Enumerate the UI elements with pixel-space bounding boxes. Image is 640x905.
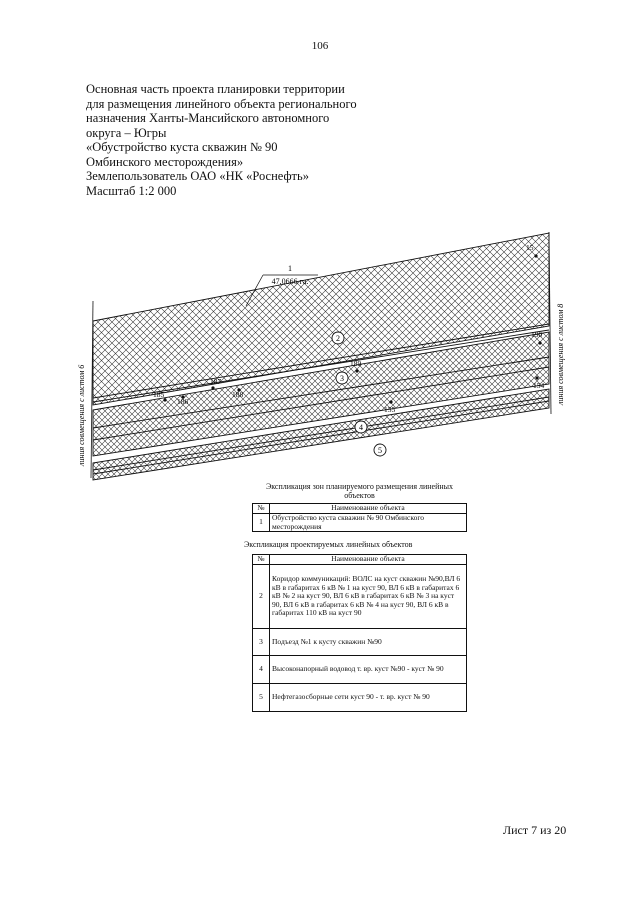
survey-point bbox=[389, 400, 393, 404]
zone-number-label: 1 bbox=[288, 264, 292, 273]
table1-title: Экспликация зон планируемого размещения … bbox=[265, 482, 454, 500]
row-no: 1 bbox=[252, 512, 270, 533]
header-line: Землепользователь ОАО «НК «Роснефть» bbox=[86, 169, 309, 183]
table-header-row: № Наименование объекта bbox=[252, 503, 467, 514]
object-marker-3: 3 bbox=[335, 371, 349, 385]
header-line: округа – Югры bbox=[86, 125, 167, 140]
row-name: Высоконапорный водовод т. вр. куст №90 -… bbox=[269, 655, 467, 684]
table-header-row: № Наименование объекта bbox=[252, 554, 467, 565]
col-name-header: Наименование объекта bbox=[269, 503, 467, 514]
row-name: Коридор коммуникаций: ВОЛС на куст скваж… bbox=[269, 564, 467, 629]
linear-objects-table: № Наименование объекта 2 Коридор коммуни… bbox=[252, 554, 467, 712]
survey-point bbox=[355, 369, 359, 373]
header-line: Омбинского месторождения» bbox=[86, 154, 244, 169]
zone-middle-band bbox=[92, 331, 550, 457]
row-no: 5 bbox=[252, 683, 270, 712]
corridor-lines bbox=[92, 323, 550, 475]
survey-point-label: 15 bbox=[526, 243, 534, 252]
col-no-header: № bbox=[252, 503, 270, 514]
survey-point-label: 187 bbox=[210, 377, 222, 386]
header-line: для размещения линейного объекта региона… bbox=[86, 96, 357, 111]
table-row: 5 Нефтегазосборные сети куст 90 - т. вр.… bbox=[252, 683, 467, 712]
survey-points: 15 190 189 154 187 188 185 186 155 bbox=[153, 243, 545, 414]
row-no: 3 bbox=[252, 628, 270, 656]
table-row: 3 Подъезд №1 к кусту скважин №90 bbox=[252, 628, 467, 656]
row-name: Подъезд №1 к кусту скважин №90 bbox=[269, 628, 467, 656]
survey-point-label: 185 bbox=[153, 390, 165, 399]
table2-title: Экспликация проектируемых линейных объек… bbox=[244, 540, 413, 549]
survey-point-label: 186 bbox=[177, 397, 189, 406]
survey-point bbox=[534, 254, 538, 258]
zone-area-label: 47,0666 га. bbox=[272, 277, 309, 286]
col-name-header: Наименование объекта bbox=[269, 554, 467, 565]
survey-point bbox=[163, 398, 167, 402]
zone-area-pointer bbox=[245, 274, 264, 307]
zones-table: № Наименование объекта 1 Обустройство ку… bbox=[252, 503, 467, 533]
survey-point-label: 189 bbox=[350, 359, 362, 368]
sheet-number: Лист 7 из 20 bbox=[503, 823, 567, 837]
survey-point-label: 155 bbox=[384, 405, 396, 414]
survey-point bbox=[538, 341, 542, 345]
header-line: назначения Ханты-Мансийского автономного bbox=[86, 111, 330, 125]
survey-point bbox=[181, 395, 185, 399]
object-marker-2: 2 bbox=[331, 331, 345, 345]
object-marker-4: 4 bbox=[354, 420, 368, 434]
right-match-line-label: линия совмещения с листом 8 bbox=[556, 304, 565, 406]
row-name: Обустройство куста скважин № 90 Омбинско… bbox=[269, 512, 467, 533]
row-no: 2 bbox=[252, 564, 270, 629]
object-marker-4-label: 4 bbox=[359, 423, 363, 432]
survey-point bbox=[535, 376, 539, 380]
table-row: 1 Обустройство куста скважин № 90 Омбинс… bbox=[252, 512, 467, 533]
left-match-line-label: линия совмещения с листом 6 bbox=[77, 365, 86, 467]
zone-upper-band bbox=[92, 232, 550, 406]
survey-point-label: 188 bbox=[232, 390, 244, 399]
object-marker-2-label: 2 bbox=[336, 334, 340, 343]
header-line: «Обустройство куста скважин № 90 bbox=[86, 140, 278, 154]
row-no: 4 bbox=[252, 655, 270, 684]
table-row: 2 Коридор коммуникаций: ВОЛС на куст скв… bbox=[252, 564, 467, 629]
col-no-header: № bbox=[252, 554, 270, 565]
object-marker-5-label: 5 bbox=[378, 446, 382, 455]
survey-point bbox=[237, 388, 241, 392]
object-marker-3-label: 3 bbox=[340, 374, 344, 383]
object-marker-5: 5 bbox=[373, 443, 387, 457]
row-name: Нефтегазосборные сети куст 90 - т. вр. к… bbox=[269, 683, 467, 712]
document-header: Основная часть проекта планировки террит… bbox=[86, 82, 357, 198]
scale-label: Масштаб 1:2 000 bbox=[86, 183, 177, 198]
table-row: 4 Высоконапорный водовод т. вр. куст №90… bbox=[252, 655, 467, 684]
survey-point bbox=[211, 386, 215, 390]
zone-lower-band bbox=[92, 388, 550, 481]
survey-point-label: 190 bbox=[531, 330, 543, 339]
survey-point-label: 154 bbox=[533, 381, 545, 390]
header-line: Основная часть проекта планировки террит… bbox=[86, 82, 345, 96]
page-number: 106 bbox=[311, 40, 329, 52]
